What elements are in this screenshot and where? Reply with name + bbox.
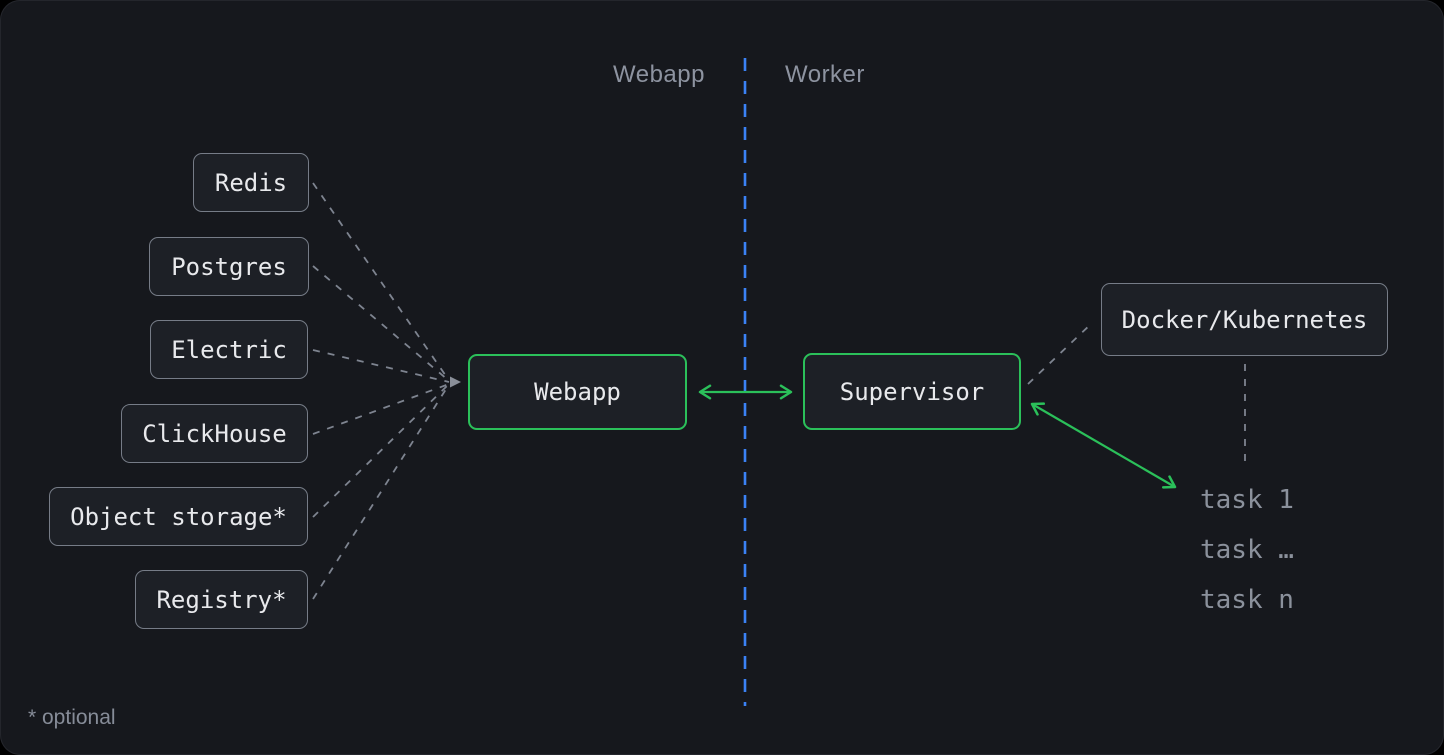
optional-footnote: * optional xyxy=(28,706,116,729)
supervisor-tasks-arrow xyxy=(1030,402,1177,489)
node-docker-kubernetes: Docker/Kubernetes xyxy=(1101,283,1388,356)
node-supervisor: Supervisor xyxy=(803,353,1021,430)
lane-label-worker: Worker xyxy=(785,61,865,88)
convergence-arrowhead xyxy=(450,376,461,388)
node-registry: Registry* xyxy=(135,570,308,629)
node-electric: Electric xyxy=(150,320,308,379)
node-webapp: Webapp xyxy=(468,354,687,430)
task-item-ellipsis: task … xyxy=(1200,535,1294,565)
dependency-connectors xyxy=(312,182,450,600)
node-postgres: Postgres xyxy=(149,237,309,296)
task-item-n: task n xyxy=(1200,585,1294,615)
node-clickhouse: ClickHouse xyxy=(121,404,308,463)
node-redis: Redis xyxy=(193,153,309,212)
node-object-storage: Object storage* xyxy=(49,487,308,546)
lane-label-webapp: Webapp xyxy=(613,61,705,88)
supervisor-runtime-connector xyxy=(1027,322,1093,385)
task-item-1: task 1 xyxy=(1200,485,1294,515)
